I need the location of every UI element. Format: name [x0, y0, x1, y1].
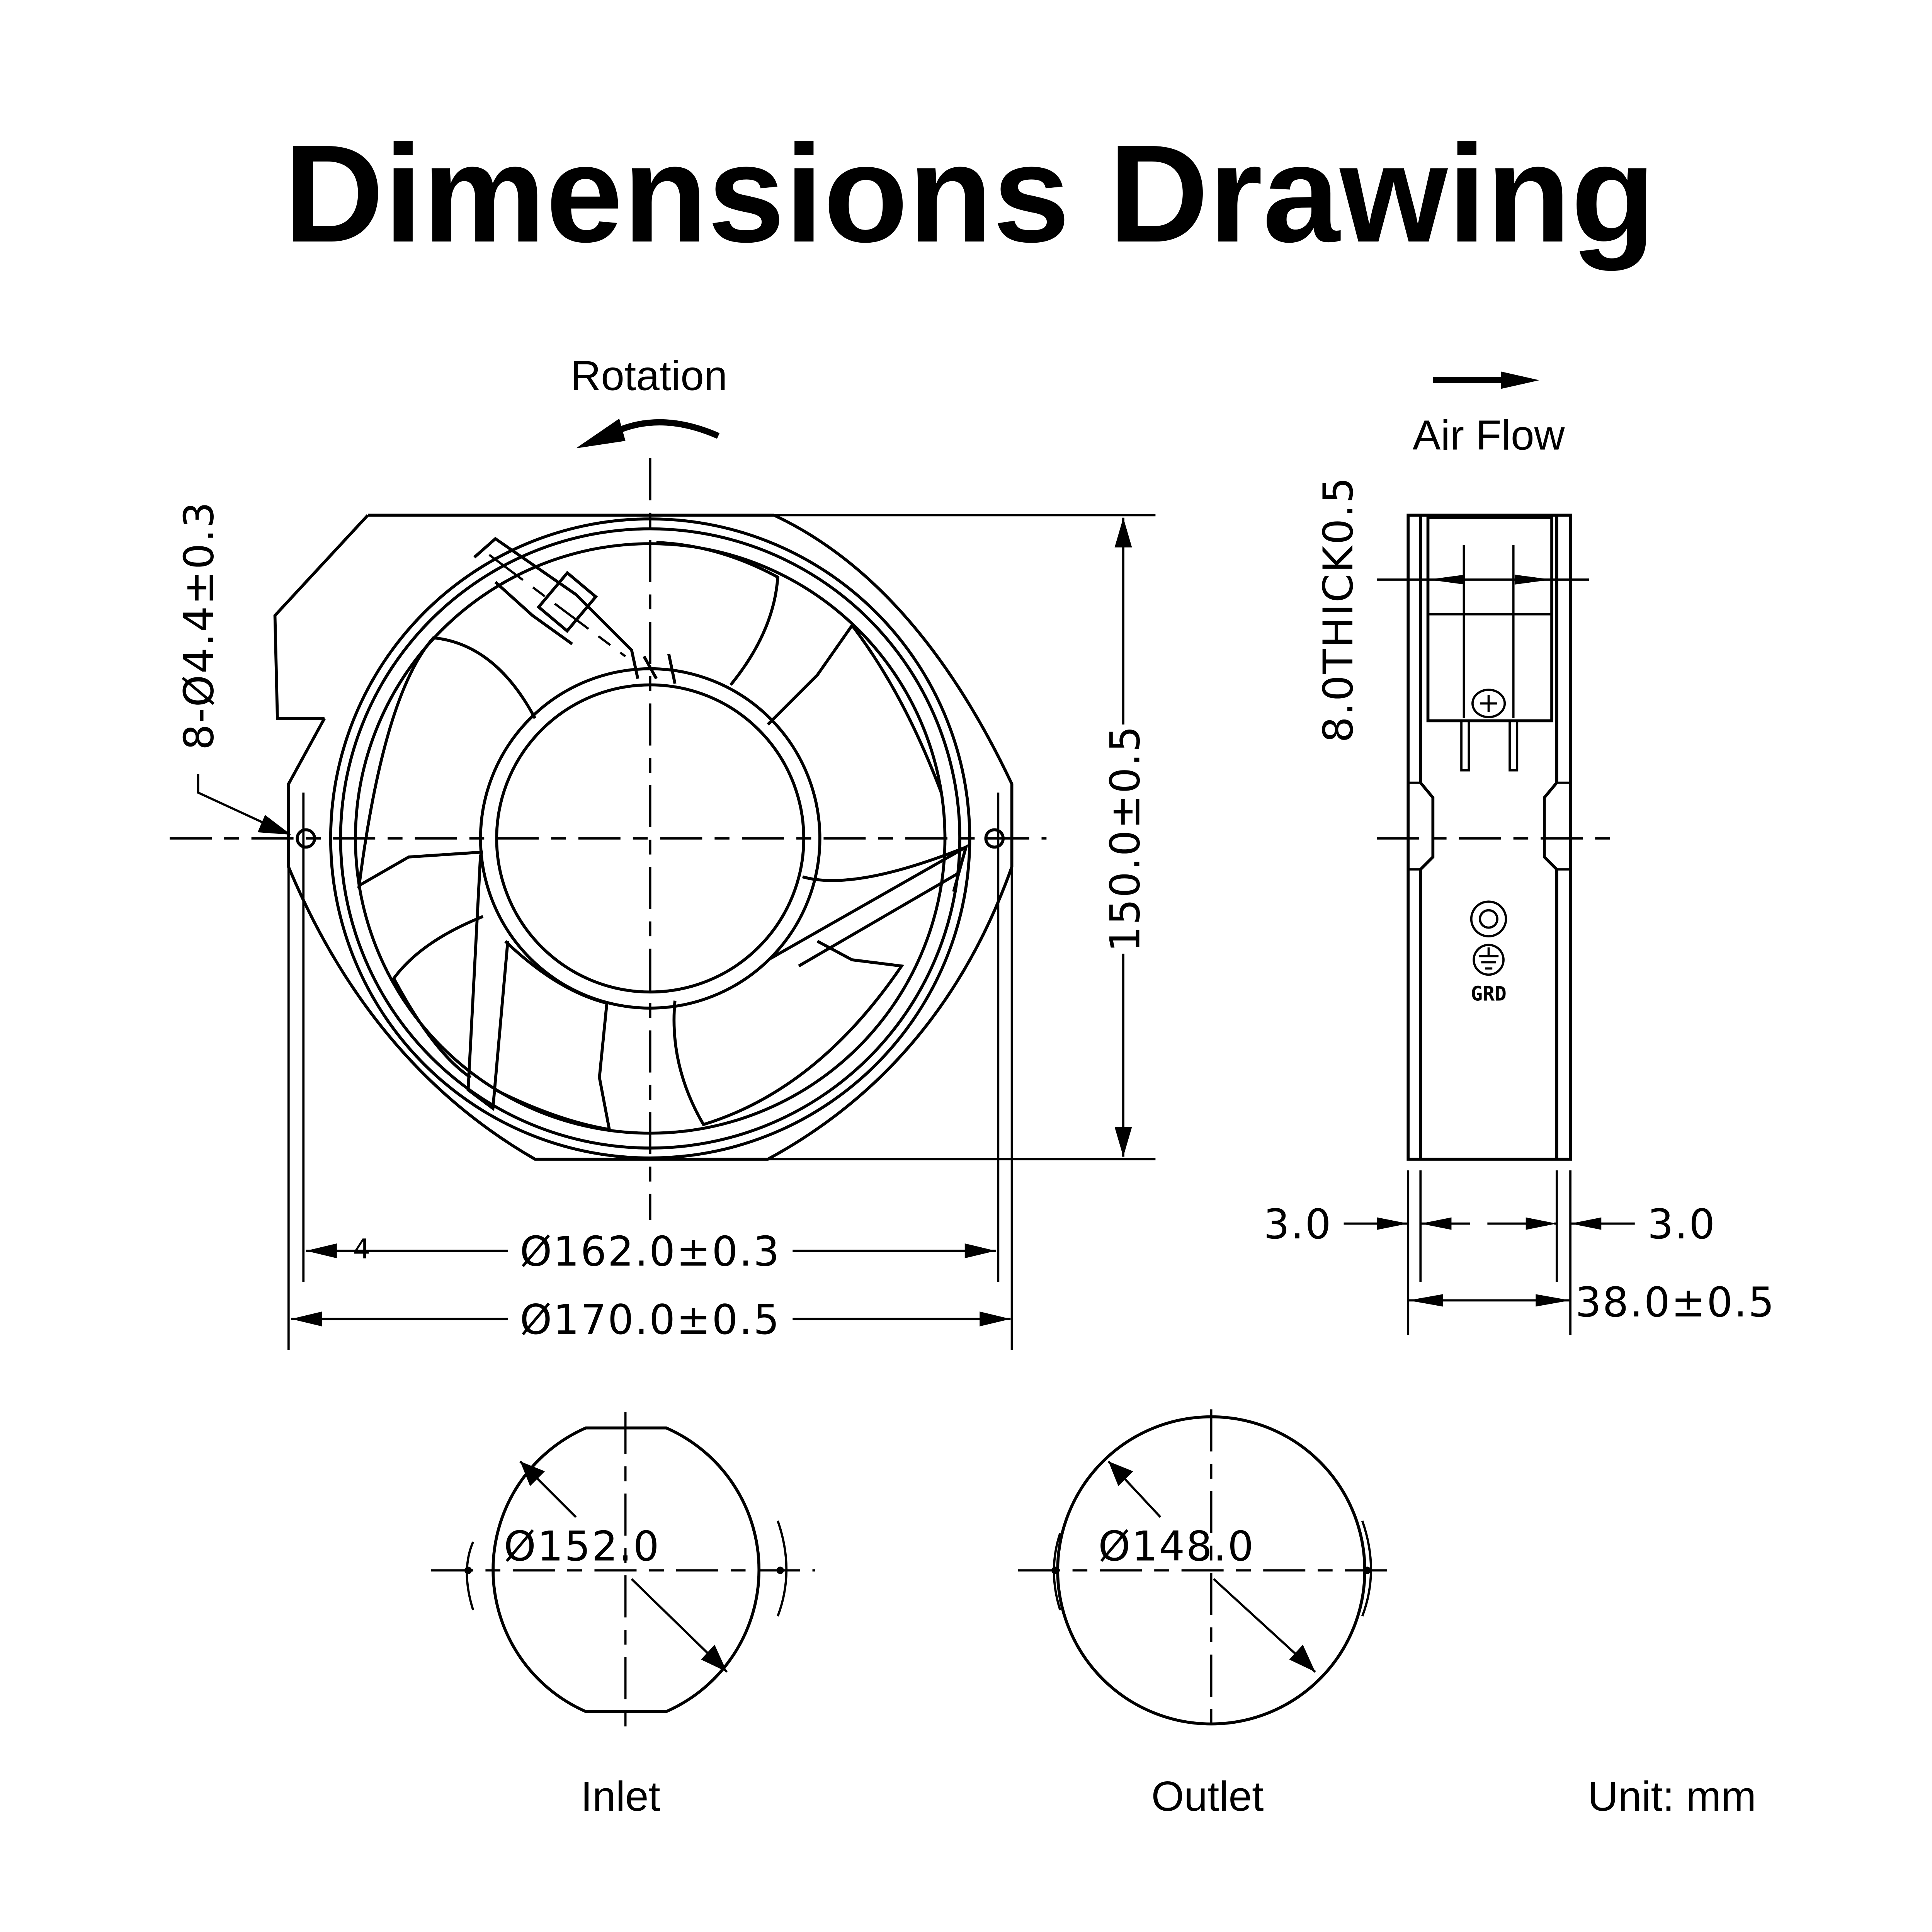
fan-frame — [273, 514, 1014, 1161]
page-title: Dimensions Drawing — [284, 116, 1655, 272]
mount-hole-dimension: 8-Ø4.4±0.3 — [175, 501, 223, 750]
fan-blades — [357, 541, 969, 1131]
power-cable — [473, 537, 677, 684]
outlet-view: Ø148.0 Outlet — [1018, 1409, 1400, 1820]
width-dimension: Ø170.0±0.5 — [520, 1296, 781, 1344]
inlet-outline — [492, 1426, 761, 1713]
side-view: Air Flow 8.0THICK0.5 GRD — [1264, 371, 1776, 1335]
unit-label: Unit: mm — [1588, 1773, 1756, 1820]
screw-icon — [1471, 689, 1506, 718]
front-view: Rotation — [170, 352, 1156, 1350]
hole-spacing-mark: 4 — [353, 1233, 371, 1265]
inlet-view: Ø152.0 Inlet — [431, 1412, 815, 1820]
rotation-arrow-icon — [576, 418, 720, 449]
airflow-label: Air Flow — [1413, 412, 1565, 459]
flange-right-dimension: 3.0 — [1648, 1201, 1716, 1248]
ground-symbol-icon — [1470, 900, 1507, 976]
height-dimension: 150.0±0.5 — [1102, 725, 1149, 952]
outlet-diameter: Ø148.0 — [1098, 1522, 1255, 1570]
terminal-block — [1426, 516, 1553, 723]
terminal-thickness-dimension: 8.0THICK0.5 — [1315, 476, 1362, 743]
inlet-diameter: Ø152.0 — [504, 1522, 660, 1570]
ground-label: GRD — [1471, 983, 1507, 1006]
inlet-label: Inlet — [581, 1773, 660, 1820]
outlet-label: Outlet — [1151, 1773, 1264, 1820]
hole-spacing-dimension: Ø162.0±0.3 — [520, 1228, 781, 1276]
depth-dimension: 38.0±0.5 — [1575, 1279, 1776, 1326]
fan-side-body — [1406, 514, 1572, 1161]
rotation-label: Rotation — [571, 352, 728, 400]
flange-left-dimension: 3.0 — [1264, 1201, 1332, 1248]
airflow-arrow-icon — [1433, 371, 1539, 389]
